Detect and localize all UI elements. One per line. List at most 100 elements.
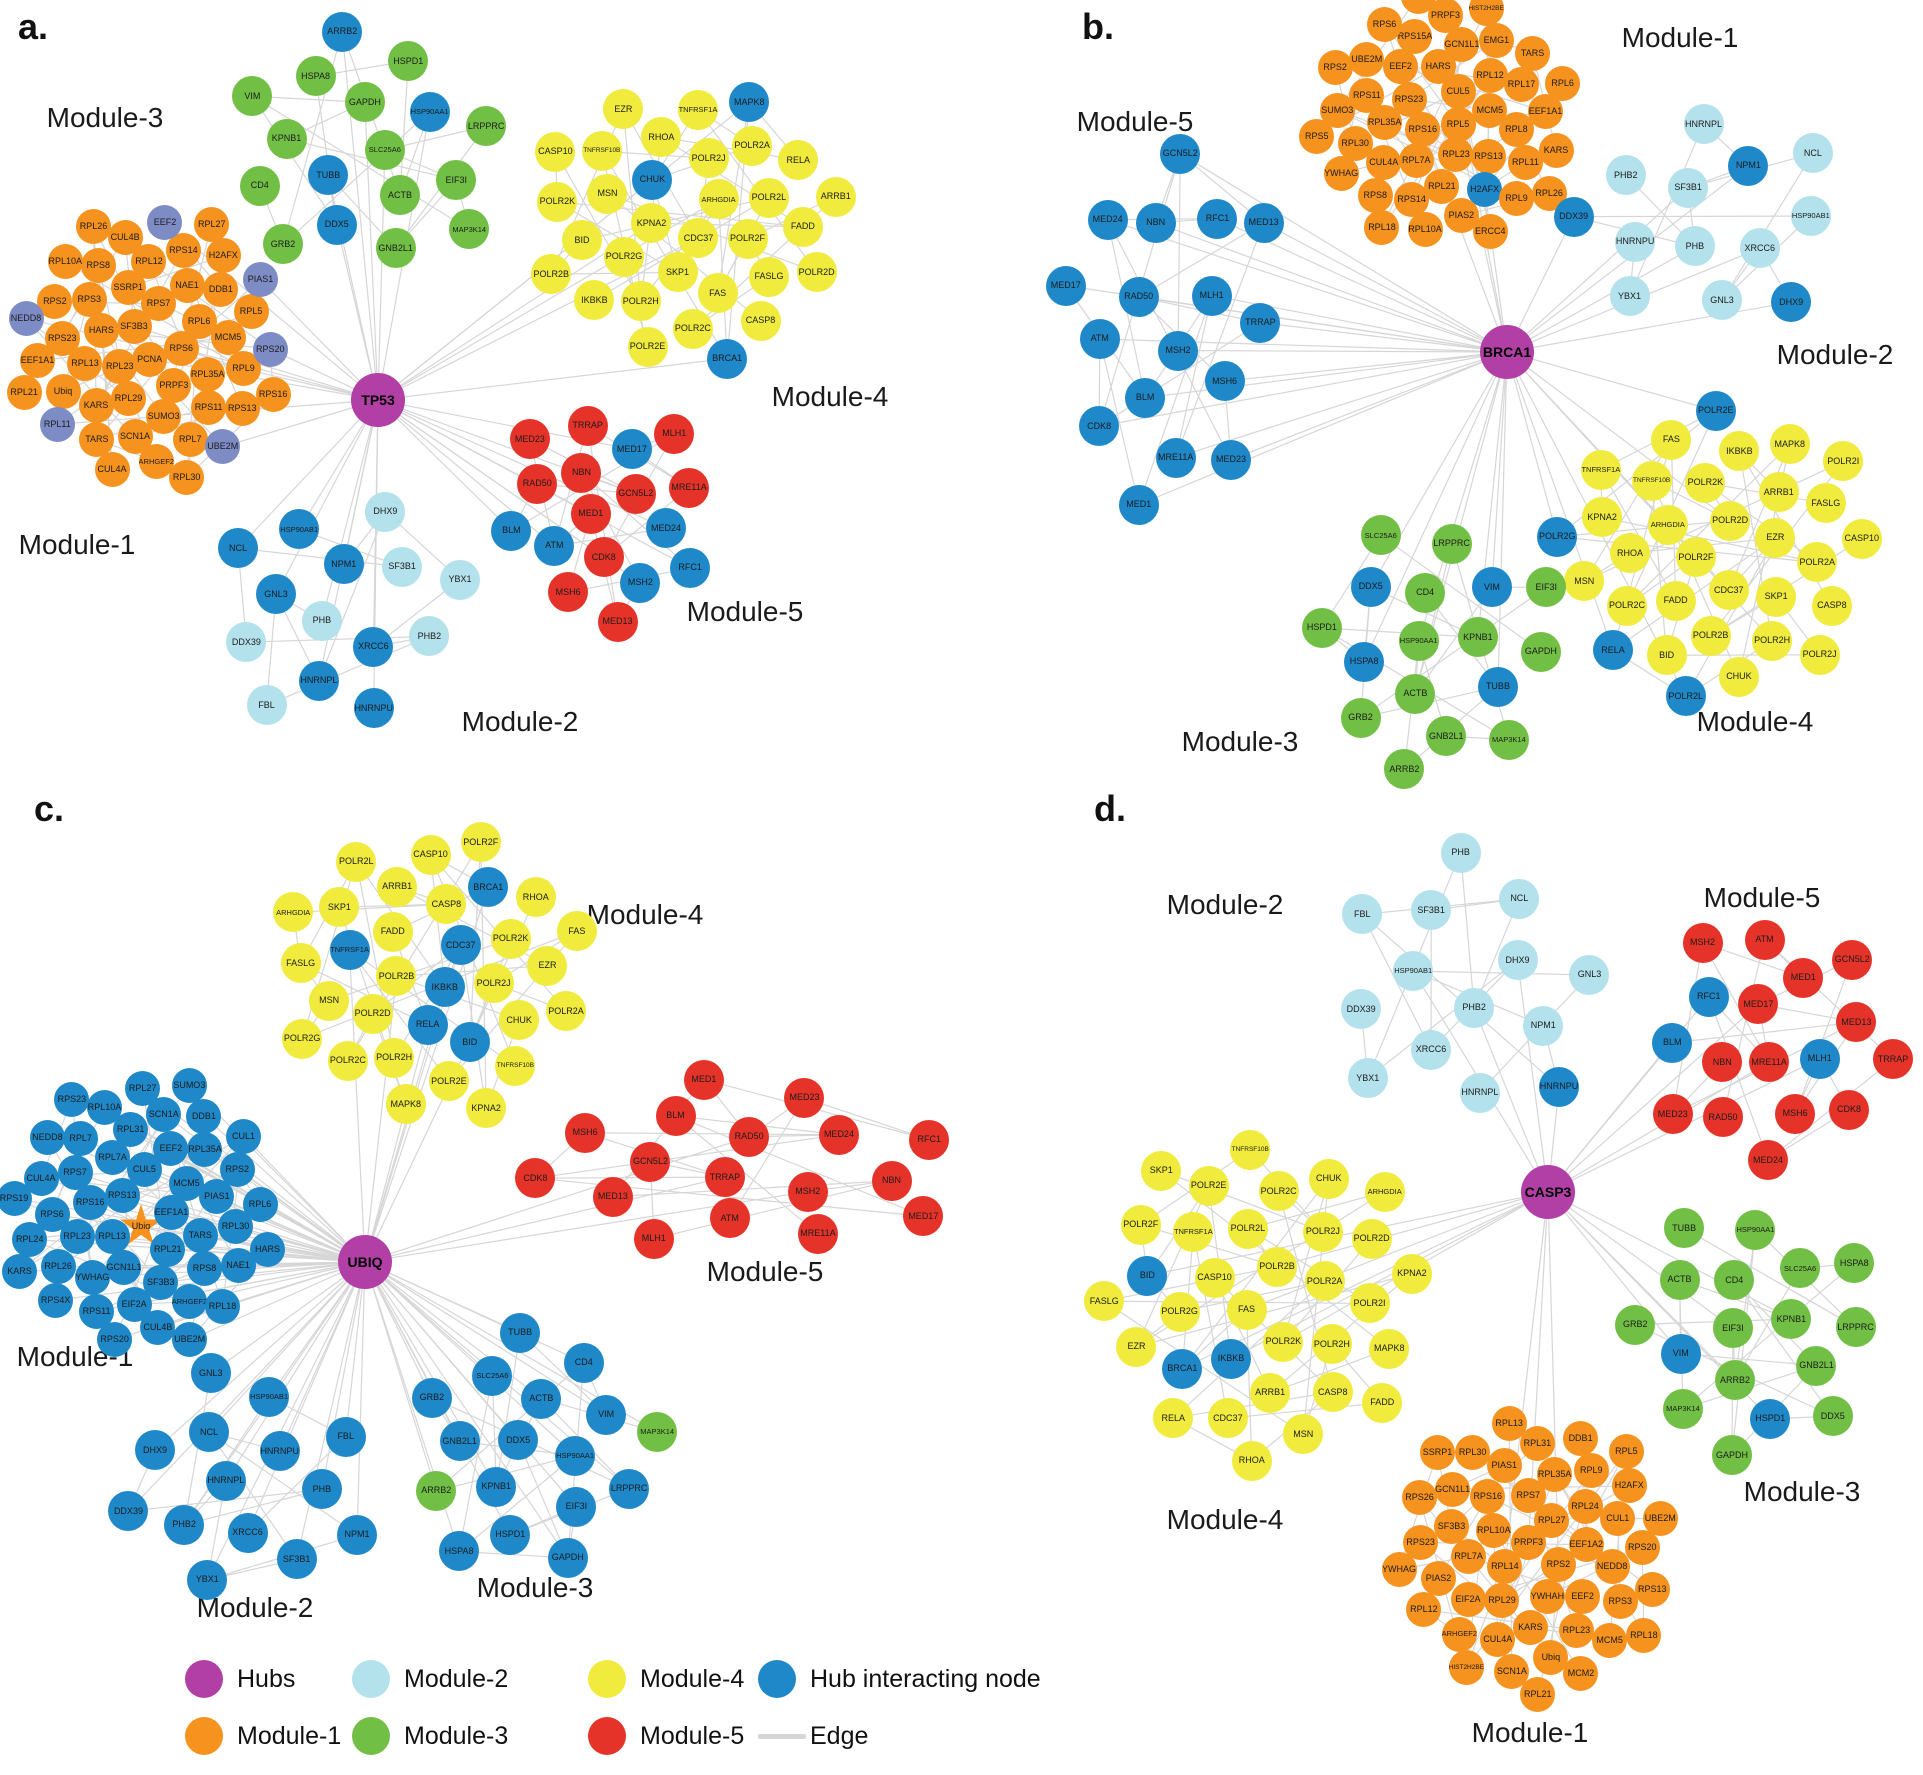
node-hspa8[interactable]: HSPA8 — [295, 56, 336, 97]
node-med1[interactable]: MED1 — [1783, 957, 1824, 998]
node-nbn[interactable]: NBN — [1135, 202, 1176, 243]
node-rps6[interactable]: RPS6 — [1367, 6, 1403, 42]
node-map3k14[interactable]: MAP3K14 — [449, 209, 490, 250]
node-hsp90aa1[interactable]: HSP90AA1 — [555, 1435, 596, 1476]
node-brca1[interactable]: BRCA1 — [468, 867, 509, 908]
node-polr2j[interactable]: POLR2J — [1799, 634, 1840, 675]
node-rps2[interactable]: RPS2 — [219, 1151, 255, 1187]
node-gapdh[interactable]: GAPDH — [1711, 1435, 1752, 1476]
node-rps13[interactable]: RPS13 — [224, 390, 260, 426]
node-atm[interactable]: ATM — [1079, 318, 1120, 359]
node-tnfrsf1a[interactable]: TNFRSF1A — [677, 89, 718, 130]
node-med17[interactable]: MED17 — [1738, 984, 1779, 1025]
node-sf3b1[interactable]: SF3B1 — [1411, 890, 1452, 931]
node-cdc37[interactable]: CDC37 — [1708, 570, 1749, 610]
node-nedd8[interactable]: NEDD8 — [1594, 1549, 1630, 1585]
node-h2afx[interactable]: H2AFX — [1611, 1468, 1647, 1504]
node-hsp90aa1[interactable]: HSP90AA1 — [409, 91, 450, 132]
node-cd4[interactable]: CD4 — [239, 165, 280, 206]
node-nbn[interactable]: NBN — [1702, 1042, 1743, 1083]
node-polr2d[interactable]: POLR2D — [1351, 1218, 1392, 1259]
node-msn[interactable]: MSN — [587, 173, 628, 214]
node-ddx39[interactable]: DDX39 — [1553, 196, 1594, 237]
node-rpl30[interactable]: RPL30 — [1455, 1434, 1491, 1470]
node-polr2h[interactable]: POLR2H — [1311, 1324, 1352, 1365]
node-sumo3[interactable]: SUMO3 — [171, 1067, 207, 1103]
node-polr2e[interactable]: POLR2E — [428, 1061, 469, 1102]
node-mapk8[interactable]: MAPK8 — [1369, 1328, 1410, 1369]
node-gnb2l1[interactable]: GNB2L1 — [439, 1421, 480, 1462]
node-rps8[interactable]: RPS8 — [1357, 177, 1393, 213]
node-cdk8[interactable]: CDK8 — [583, 537, 624, 578]
node-polr2h[interactable]: POLR2H — [620, 281, 661, 322]
node-cul4a[interactable]: CUL4A — [1480, 1622, 1516, 1658]
node-polr2f[interactable]: POLR2F — [727, 218, 768, 259]
node-bid[interactable]: BID — [1646, 635, 1687, 676]
node-rpl13[interactable]: RPL13 — [1491, 1406, 1527, 1442]
node-cd4[interactable]: CD4 — [1405, 572, 1446, 613]
node-casp10[interactable]: CASP10 — [1841, 518, 1882, 559]
node-map3k14[interactable]: MAP3K14 — [1488, 719, 1529, 760]
node-gnl3[interactable]: GNL3 — [1701, 280, 1742, 321]
node-med24[interactable]: MED24 — [818, 1114, 859, 1155]
node-rpl5[interactable]: RPL5 — [233, 294, 269, 330]
node-slc25a6[interactable]: SLC25A6 — [1360, 515, 1401, 556]
node-gnb2l1[interactable]: GNB2L1 — [1426, 716, 1467, 757]
node-lrpprc[interactable]: LRPPRC — [1431, 523, 1472, 564]
node-rps3[interactable]: RPS3 — [71, 282, 107, 318]
node-phb2[interactable]: PHB2 — [1454, 987, 1495, 1028]
node-rps3[interactable]: RPS3 — [1602, 1584, 1638, 1620]
node-tubb[interactable]: TUBB — [500, 1312, 541, 1353]
node-actb[interactable]: ACTB — [1659, 1259, 1700, 1300]
node-eif3i[interactable]: EIF3I — [556, 1486, 597, 1527]
node-rpl18[interactable]: RPL18 — [1626, 1617, 1662, 1653]
node-faslg[interactable]: FASLG — [1084, 1281, 1125, 1322]
node-med23[interactable]: MED23 — [1210, 439, 1251, 480]
node-pias1[interactable]: PIAS1 — [243, 262, 279, 298]
node-rela[interactable]: RELA — [1593, 630, 1634, 671]
node-fas[interactable]: FAS — [1226, 1289, 1267, 1330]
node-rps8[interactable]: RPS8 — [80, 248, 116, 284]
node-polr2a[interactable]: POLR2A — [1304, 1261, 1345, 1302]
node-atm[interactable]: ATM — [709, 1198, 750, 1239]
node-polr2l[interactable]: POLR2L — [1665, 676, 1706, 717]
node-cul1[interactable]: CUL1 — [1600, 1500, 1636, 1536]
node-polr2l[interactable]: POLR2L — [336, 841, 377, 882]
node-rpl21[interactable]: RPL21 — [150, 1232, 186, 1268]
node-gnb2l1[interactable]: GNB2L1 — [1796, 1345, 1837, 1386]
node-skp1[interactable]: SKP1 — [319, 887, 360, 928]
node-polr2l[interactable]: POLR2L — [748, 177, 789, 218]
node-npm1[interactable]: NPM1 — [1728, 145, 1769, 186]
node-rpl24[interactable]: RPL24 — [1567, 1489, 1603, 1525]
node-cul4a[interactable]: CUL4A — [1366, 145, 1402, 181]
node-rpl10a[interactable]: RPL10A — [47, 244, 83, 280]
node-med1[interactable]: MED1 — [1118, 484, 1159, 525]
node-npm1[interactable]: NPM1 — [323, 544, 364, 585]
node-polr2g[interactable]: POLR2G — [1537, 516, 1578, 557]
node-rps13[interactable]: RPS13 — [1634, 1571, 1670, 1607]
node-rps26[interactable]: RPS26 — [1402, 1480, 1438, 1516]
node-hsp90ab1[interactable]: HSP90AB1 — [1790, 196, 1831, 237]
node-hist2h2be[interactable]: HIST2H2BE — [1448, 1650, 1484, 1686]
node-rfc1[interactable]: RFC1 — [909, 1119, 950, 1160]
hub-tp53[interactable]: TP53 — [351, 373, 405, 427]
node-arrb2[interactable]: ARRB2 — [1715, 1360, 1756, 1401]
node-msh6[interactable]: MSH6 — [565, 1112, 606, 1153]
node-tars[interactable]: TARS — [79, 421, 115, 457]
node-polr2j[interactable]: POLR2J — [473, 963, 514, 1004]
node-ncl[interactable]: NCL — [1792, 133, 1833, 174]
node-phb[interactable]: PHB — [301, 600, 342, 641]
node-rpl10a[interactable]: RPL10A — [87, 1090, 122, 1126]
node-rpl27[interactable]: RPL27 — [125, 1070, 161, 1106]
node-hsp90ab1[interactable]: HSP90AB1 — [279, 509, 320, 550]
node-ikbkb[interactable]: IKBKB — [574, 280, 615, 321]
node-hnrnpu[interactable]: HNRNPU — [259, 1431, 300, 1472]
node-fbl[interactable]: FBL — [246, 685, 287, 726]
node-rpl9[interactable]: RPL9 — [1573, 1453, 1609, 1489]
node-hars[interactable]: HARS — [250, 1231, 286, 1267]
node-hars[interactable]: HARS — [83, 312, 119, 348]
node-vim[interactable]: VIM — [232, 76, 273, 117]
node-chuk[interactable]: CHUK — [632, 159, 673, 200]
node-rhoa[interactable]: RHOA — [641, 117, 682, 158]
node-eif3i[interactable]: EIF3I — [1526, 567, 1567, 608]
